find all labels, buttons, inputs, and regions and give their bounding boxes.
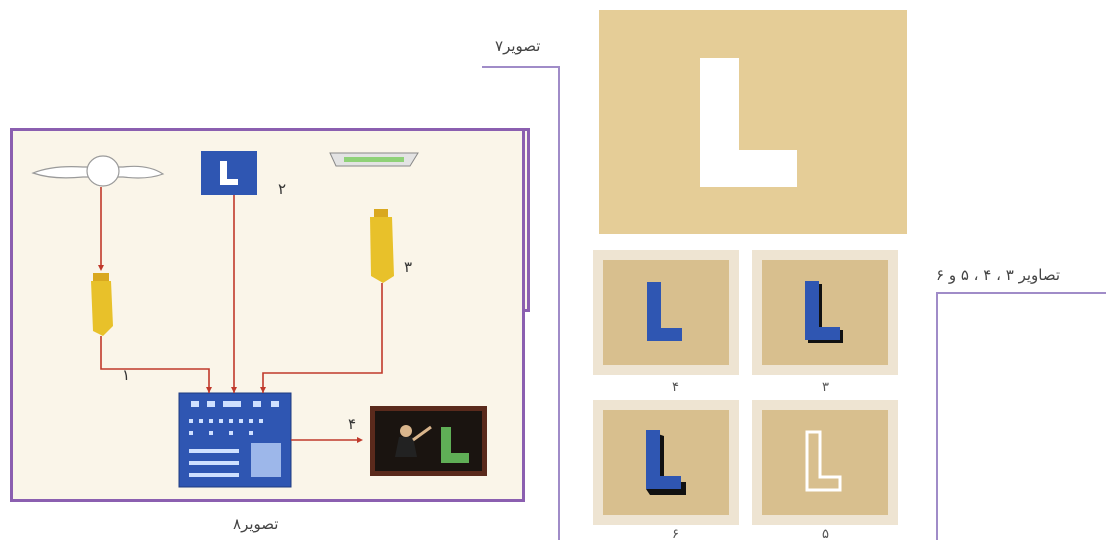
light-bar-icon: [329, 152, 419, 167]
figures-3456-caption: تصاویر ۳ ، ۴ ، ۵ و ۶: [936, 266, 1061, 284]
monitor-icon: [370, 406, 487, 476]
figure-8-caption: تصویر۸: [233, 515, 279, 533]
figure-8-content: [31, 151, 487, 488]
big-l-panel: [599, 10, 907, 234]
panel-6: [593, 400, 739, 525]
camera-1-icon: [91, 273, 113, 336]
actor-icon: [31, 155, 165, 187]
panel-5-number: ۵: [822, 527, 829, 542]
outline-l: [805, 430, 842, 492]
diagram-label-4: ۴: [348, 415, 357, 433]
blue-l-flat: [647, 282, 682, 341]
big-l-letter: [700, 58, 797, 187]
blue-l-shadow: [805, 281, 843, 343]
diagram-label-2: ۲: [278, 180, 287, 198]
diagram-label-3: ۳: [404, 258, 413, 276]
figures-3456-rule-vertical: [936, 292, 938, 540]
panel-4-number: ۴: [672, 380, 679, 395]
panel-5: [752, 400, 898, 525]
blue-l-extruded: [646, 430, 686, 495]
l-board-icon: [201, 151, 257, 195]
signal-paths: [100, 187, 383, 441]
video-switcher-icon: [178, 392, 292, 488]
diagram-label-1: ۱: [122, 366, 131, 384]
figure-7-rule-horizontal: [482, 66, 560, 68]
panel-3-number: ۳: [822, 380, 829, 395]
figure-7-rule-vertical: [558, 66, 560, 540]
panel-3: [752, 250, 898, 375]
figure-7-caption: تصویر۷: [495, 37, 541, 55]
panel-4: [593, 250, 739, 375]
panel-6-number: ۶: [672, 527, 679, 542]
camera-3-icon: [370, 209, 394, 283]
arrowheads: [98, 265, 363, 443]
figures-3456-rule-horizontal: [936, 292, 1106, 294]
